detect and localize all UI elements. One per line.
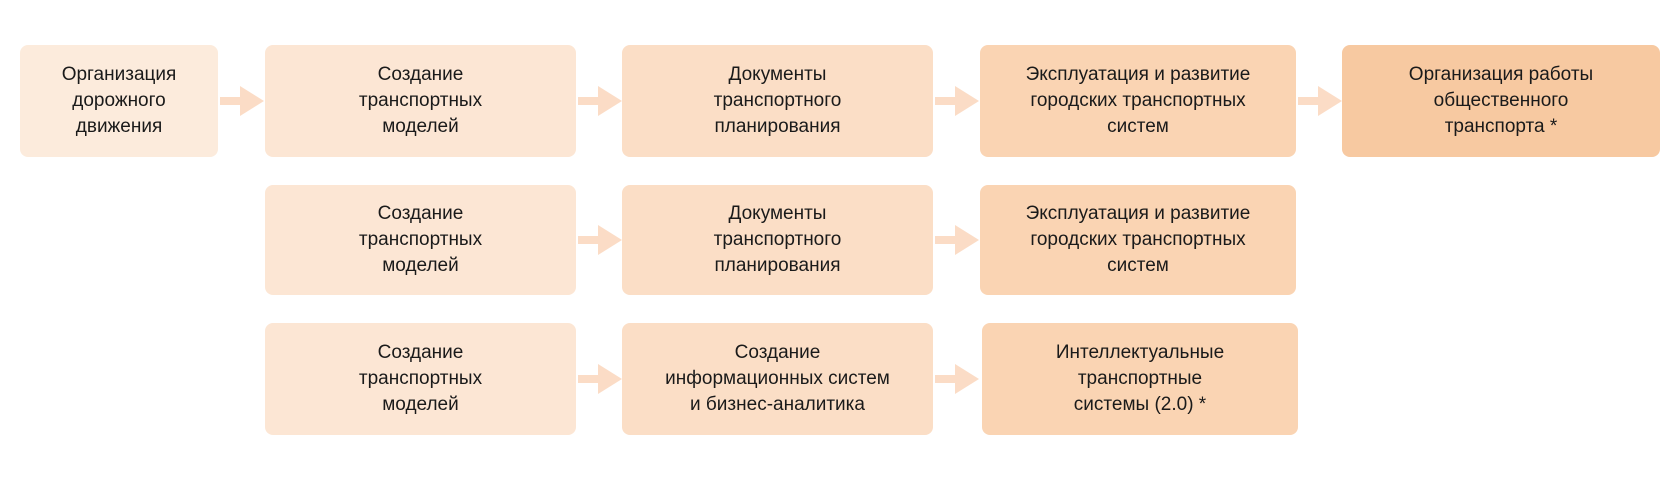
arrow-icon	[578, 86, 624, 116]
node-road-traffic-organization: Организация дорожного движения	[20, 45, 218, 157]
node-transport-planning-docs: Документы транспортного планирования	[622, 45, 933, 157]
node-transport-models: Создание транспортных моделей	[265, 323, 576, 435]
node-transport-planning-docs: Документы транспортного планирования	[622, 185, 933, 295]
arrow-icon	[1298, 86, 1344, 116]
arrow-icon	[935, 86, 981, 116]
node-information-systems-bi: Создание информационных систем и бизнес-…	[622, 323, 933, 435]
node-transport-models: Создание транспортных моделей	[265, 185, 576, 295]
node-intelligent-transport-systems: Интеллектуальные транспортные системы (2…	[982, 323, 1298, 435]
arrow-icon	[578, 225, 624, 255]
arrow-icon	[935, 225, 981, 255]
arrow-icon	[935, 364, 981, 394]
node-transport-models: Создание транспортных моделей	[265, 45, 576, 157]
arrow-icon	[578, 364, 624, 394]
node-urban-transport-operation: Эксплуатация и развитие городских трансп…	[980, 45, 1296, 157]
node-urban-transport-operation: Эксплуатация и развитие городских трансп…	[980, 185, 1296, 295]
node-public-transport-organization: Организация работы общественного транспо…	[1342, 45, 1660, 157]
arrow-icon	[220, 86, 266, 116]
